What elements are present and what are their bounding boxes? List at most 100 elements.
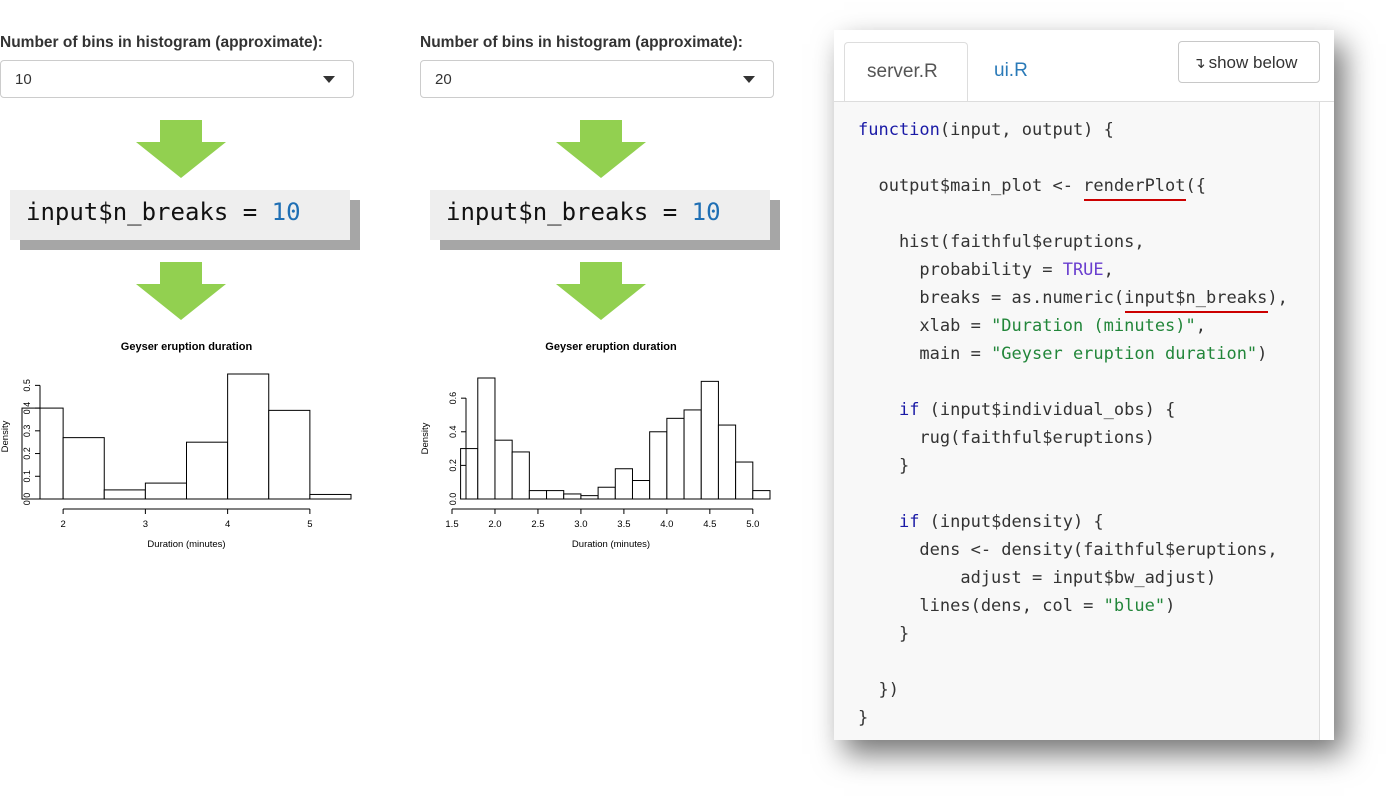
x-tick-label: 2.0: [488, 519, 501, 530]
histogram-bar: [460, 448, 479, 500]
y-tick-label: 0.4: [448, 426, 458, 439]
highlight-underline: [1083, 199, 1186, 201]
histogram-bar: [268, 409, 311, 500]
histogram-bar: [144, 482, 187, 500]
histogram-bar: [494, 439, 513, 500]
y-tick-label: 0.6: [448, 392, 458, 405]
code-line: probability = TRUE,: [858, 260, 1114, 280]
input-expression: input$n_breaks =: [446, 198, 692, 226]
y-axis-label: Density: [0, 420, 11, 452]
bins-select-value: 20: [435, 71, 452, 88]
bins-label: Number of bins in histogram (approximate…: [420, 34, 743, 51]
y-tick-label: 0.1: [22, 470, 32, 483]
histogram-bar: [631, 480, 651, 500]
histogram-bar: [21, 407, 64, 500]
code-block: function(input, output) { output$main_pl…: [834, 102, 1320, 740]
input-value-box: input$n_breaks = 10: [430, 190, 780, 250]
histogram-bar: [511, 451, 530, 500]
x-tick-label: 3.0: [574, 519, 587, 530]
bins-select[interactable]: 10: [0, 60, 354, 98]
bins-select-value: 10: [15, 71, 32, 88]
code-line: rug(faithful$eruptions): [858, 428, 1155, 448]
input-value-box: input$n_breaks = 10: [10, 190, 360, 250]
x-tick-label: 4.5: [703, 519, 716, 530]
panel-20-bins: Number of bins in histogram (approximate…: [420, 0, 800, 600]
input-value: 10: [271, 198, 301, 226]
code-line: adjust = input$bw_adjust): [858, 568, 1217, 588]
code-line: hist(faithful$eruptions,: [858, 232, 1145, 252]
code-line: main = "Geyser eruption duration"): [858, 344, 1268, 364]
code-line: }: [858, 708, 869, 728]
code-line: output$main_plot <- renderPlot({: [858, 176, 1206, 196]
x-tick-label: 2: [60, 519, 65, 530]
code-tabs: server.R ui.R ↴show below: [834, 30, 1334, 102]
plot-title: Geyser eruption duration: [121, 341, 253, 353]
y-tick-label: 0.4: [22, 402, 32, 415]
histogram-bar: [477, 377, 496, 500]
histogram-bar: [683, 409, 702, 500]
tab-server-r[interactable]: server.R: [844, 42, 968, 102]
x-tick-label: 2.5: [531, 519, 544, 530]
histogram-bar: [580, 495, 599, 500]
histogram-bar: [717, 424, 737, 500]
show-below-label: show below: [1208, 53, 1298, 72]
y-tick-label: 0.5: [22, 379, 32, 392]
code-line: }: [858, 456, 910, 476]
plot-title: Geyser eruption duration: [545, 341, 677, 353]
input-expression: input$n_breaks =: [26, 198, 272, 226]
code-window: server.R ui.R ↴show below function(input…: [834, 30, 1334, 740]
x-tick-label: 5.0: [746, 519, 759, 530]
histogram-plot: Geyser eruption duration 1.5 2.0 2.5 3.0 3.5 4…: [420, 341, 771, 550]
code-line: lines(dens, col = "blue"): [858, 596, 1176, 616]
histogram-bar: [103, 489, 146, 500]
y-tick-label: 0.3: [22, 425, 32, 438]
code-line: if (input$individual_obs) {: [898, 400, 1176, 420]
panel-10-bins: Number of bins in histogram (approximate…: [0, 0, 380, 600]
histogram-bar: [752, 490, 771, 500]
y-axis-label: Density: [420, 422, 431, 454]
x-tick-label: 3: [143, 519, 148, 530]
histogram-bar: [700, 380, 719, 500]
down-arrow-icon: [556, 262, 646, 320]
histogram-bar: [649, 431, 668, 500]
x-tick-label: 4: [225, 519, 230, 530]
code-line: xlab = "Duration (minutes)",: [858, 316, 1207, 336]
chevron-down-icon: [743, 76, 755, 83]
code-line: }): [858, 680, 899, 700]
code-line: breaks = as.numeric(input$n_breaks),: [858, 288, 1288, 308]
bins-label: Number of bins in histogram (approximate…: [0, 34, 323, 51]
x-axis-label: Duration (minutes): [147, 539, 225, 550]
histogram-bar: [309, 493, 352, 500]
down-arrow-icon: ↴: [1193, 55, 1206, 72]
down-arrow-icon: [136, 120, 226, 178]
histogram-bar: [62, 437, 105, 500]
x-tick-label: 5: [307, 519, 312, 530]
x-tick-label: 3.5: [617, 519, 630, 530]
y-tick-label: 0.0: [448, 493, 458, 506]
histogram-bar: [186, 441, 229, 500]
highlight-underline: [1124, 311, 1268, 313]
histogram-bar: [528, 490, 548, 500]
code-line: if (input$density) {: [898, 512, 1104, 532]
code-line: }: [858, 624, 910, 644]
y-tick-label: 0.2: [22, 447, 32, 460]
x-tick-label: 1.5: [445, 519, 458, 530]
histogram-bar: [546, 490, 565, 500]
code-line: function(input, output) {: [858, 120, 1114, 140]
histogram-bar: [227, 373, 270, 500]
show-below-button[interactable]: ↴show below: [1178, 41, 1320, 83]
chevron-down-icon: [323, 76, 335, 83]
input-value: 10: [691, 198, 721, 226]
histogram-bar: [614, 468, 633, 500]
x-tick-label: 4.0: [660, 519, 673, 530]
code-line: dens <- density(faithful$eruptions,: [858, 540, 1278, 560]
tab-ui-r[interactable]: ui.R: [994, 60, 1028, 81]
down-arrow-icon: [136, 262, 226, 320]
y-tick-label: 0.2: [448, 459, 458, 472]
histogram-bar: [666, 417, 685, 500]
x-axis-label: Duration (minutes): [572, 539, 650, 550]
bins-select[interactable]: 20: [420, 60, 774, 98]
tab-divider: [834, 101, 1334, 102]
histogram-bar: [597, 486, 616, 500]
